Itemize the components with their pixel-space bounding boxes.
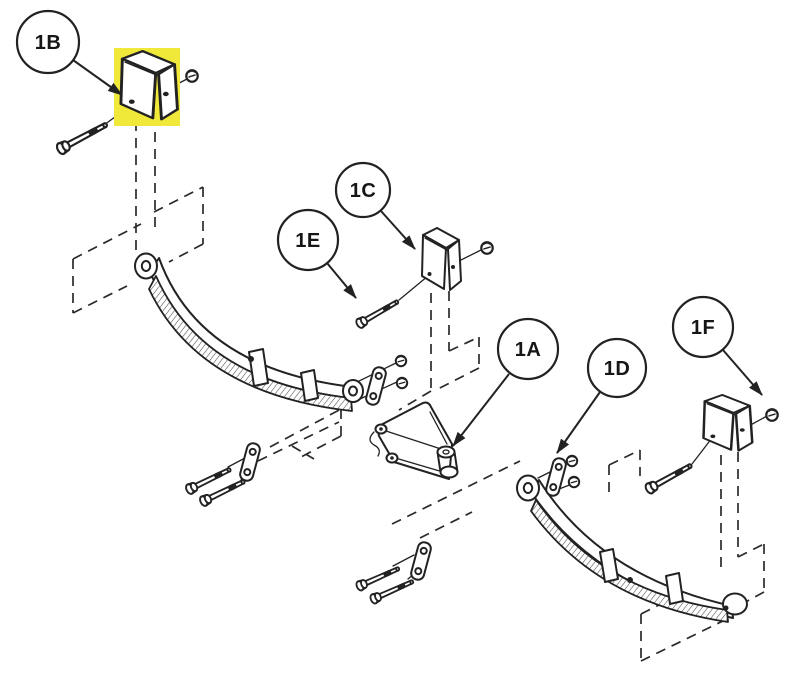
rear-hanger-bracket-1f[interactable] — [702, 393, 754, 452]
center-bolt-hole — [248, 356, 254, 362]
callout-1d[interactable]: 1D — [586, 337, 648, 399]
callout-1b-label: 1B — [35, 32, 62, 54]
spring-clip — [300, 369, 319, 402]
nut[interactable] — [395, 376, 409, 390]
shackle-bolt[interactable] — [197, 475, 248, 509]
callout-1e-label: 1E — [295, 230, 320, 252]
callout-1a-label: 1A — [515, 339, 542, 361]
bolt-head-end-on[interactable] — [480, 241, 494, 255]
spring-rear-eye — [722, 592, 748, 616]
frame-dashed-outline-center — [257, 291, 641, 539]
callout-1f[interactable]: 1F — [671, 295, 735, 359]
callout-1e[interactable]: 1E — [276, 208, 340, 272]
right-leaf-spring[interactable] — [516, 474, 748, 623]
shackle-bolt[interactable] — [183, 463, 234, 497]
nut[interactable] — [394, 354, 408, 368]
callout-1a[interactable]: 1A — [496, 317, 560, 381]
callout-1c[interactable]: 1C — [334, 161, 392, 219]
hanger-bolt-1f[interactable] — [643, 459, 695, 496]
spring-clip — [665, 572, 684, 605]
shackle-plate-left-rear[interactable] — [363, 364, 389, 408]
callout-1f-label: 1F — [691, 317, 715, 339]
shackle-plate-lower-center[interactable] — [408, 539, 434, 583]
shackle-plate-1d[interactable] — [543, 455, 569, 499]
bolt-head-end-on[interactable] — [765, 408, 779, 422]
frame-dashed-outline-left — [72, 115, 204, 314]
frame-dashed-outline-right — [640, 452, 765, 662]
callout-1c-label: 1C — [350, 180, 377, 202]
hanger-bolt-1e[interactable] — [353, 296, 402, 331]
equalizer[interactable] — [369, 401, 459, 480]
nut[interactable] — [565, 454, 579, 468]
shackle-plate-lower-left[interactable] — [237, 440, 263, 484]
nut[interactable] — [567, 475, 581, 489]
callout-arrows — [72, 59, 763, 454]
spring-clip — [599, 548, 619, 583]
center-bolt-hole — [627, 577, 633, 583]
hanger-bolt-1b[interactable] — [54, 118, 111, 157]
callout-1b[interactable]: 1B — [15, 9, 81, 75]
center-hanger-bracket-1c[interactable] — [421, 227, 462, 291]
left-leaf-spring[interactable] — [134, 252, 364, 412]
callout-1d-label: 1D — [604, 358, 631, 380]
bolt-head-end-on[interactable] — [185, 69, 199, 83]
